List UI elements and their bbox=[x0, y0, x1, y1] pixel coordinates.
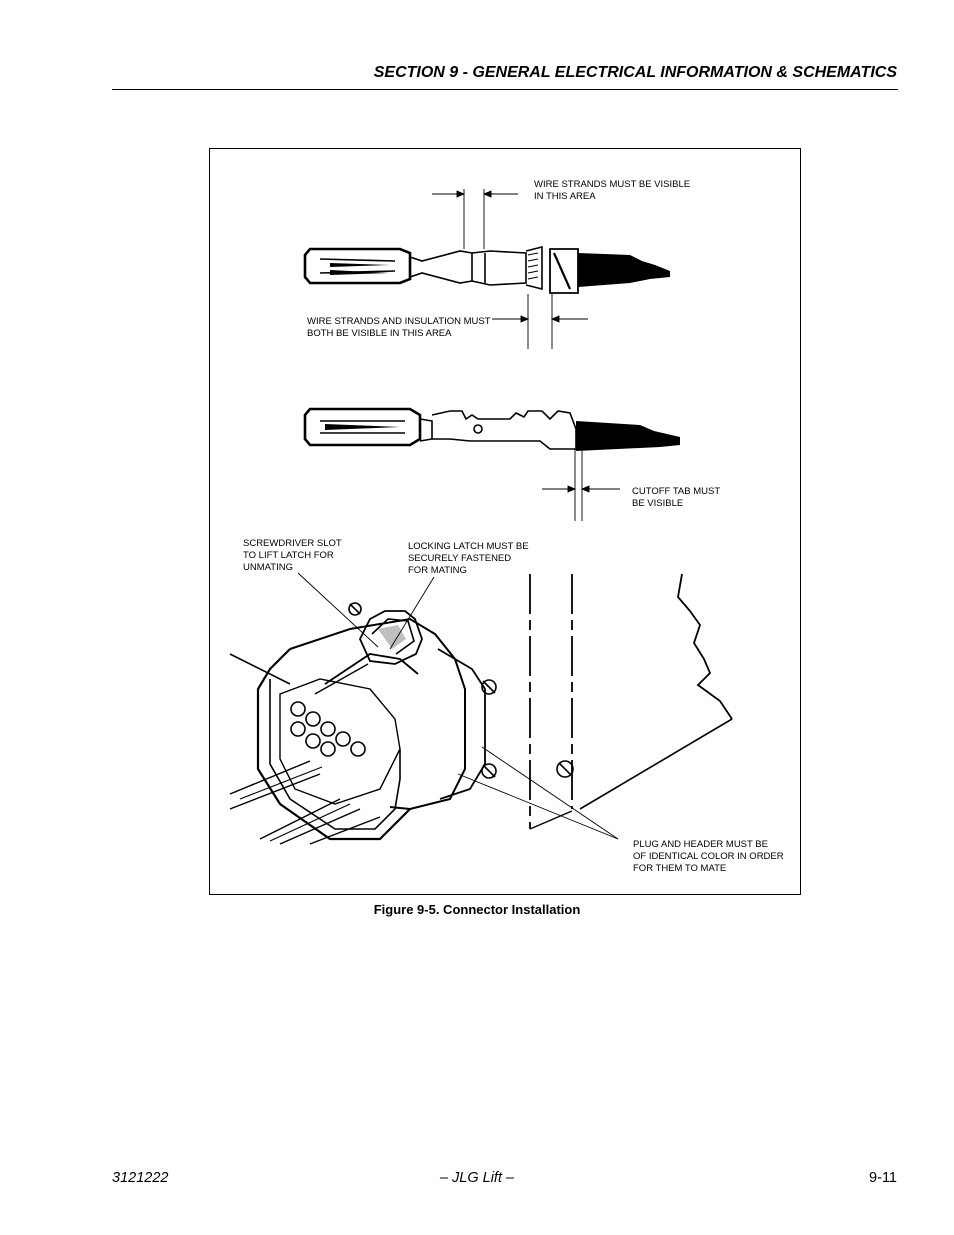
callout-line: BOTH BE VISIBLE IN THIS AREA bbox=[307, 328, 452, 339]
callout-line: PLUG AND HEADER MUST BE bbox=[633, 839, 768, 850]
callout-locking-latch: LOCKING LATCH MUST BE SECURELY FASTENED … bbox=[408, 541, 531, 576]
callout-line: WIRE STRANDS MUST BE VISIBLE bbox=[534, 179, 690, 190]
callout-line: IN THIS AREA bbox=[534, 191, 596, 202]
callout-line: FOR THEM TO MATE bbox=[633, 863, 726, 874]
callout-line: UNMATING bbox=[243, 562, 293, 573]
footer-doc-number: 3121222 bbox=[112, 1170, 169, 1186]
terminal-side-view bbox=[303, 407, 680, 451]
callout-line: OF IDENTICAL COLOR IN ORDER bbox=[633, 851, 784, 862]
callout-line: BE VISIBLE bbox=[632, 498, 683, 509]
dimension-marks-cutoff bbox=[542, 449, 620, 521]
callout-line: TO LIFT LATCH FOR bbox=[243, 550, 334, 561]
callout-screwdriver-slot: SCREWDRIVER SLOT TO LIFT LATCH FOR UNMAT… bbox=[243, 538, 344, 573]
connector-assembly bbox=[229, 573, 733, 845]
callout-line: WIRE STRANDS AND INSULATION MUST bbox=[307, 316, 491, 327]
header-rule bbox=[112, 89, 898, 90]
footer-page-number: 9-11 bbox=[869, 1170, 897, 1186]
figure-caption: Figure 9-5. Connector Installation bbox=[373, 902, 581, 917]
figure-frame: WIRE STRANDS MUST BE VISIBLE IN THIS ARE… bbox=[209, 148, 801, 895]
callout-line: CUTOFF TAB MUST bbox=[632, 486, 720, 497]
callout-line: SCREWDRIVER SLOT bbox=[243, 538, 342, 549]
terminal-top-view bbox=[303, 245, 670, 294]
callout-wire-strands: WIRE STRANDS MUST BE VISIBLE IN THIS ARE… bbox=[534, 179, 693, 202]
callout-plug-header: PLUG AND HEADER MUST BE OF IDENTICAL COL… bbox=[633, 839, 786, 874]
callout-strands-insulation: WIRE STRANDS AND INSULATION MUST BOTH BE… bbox=[307, 316, 493, 339]
callout-leaders bbox=[297, 572, 619, 840]
callout-cutoff-tab: CUTOFF TAB MUST BE VISIBLE bbox=[632, 486, 723, 509]
callout-line: FOR MATING bbox=[408, 565, 467, 576]
footer-company: – JLG Lift – bbox=[439, 1170, 515, 1186]
connector-installation-figure: WIRE STRANDS MUST BE VISIBLE IN THIS ARE… bbox=[229, 179, 786, 874]
callout-line: LOCKING LATCH MUST BE bbox=[408, 541, 529, 552]
dimension-marks-top bbox=[432, 189, 588, 349]
section-title: SECTION 9 - GENERAL ELECTRICAL INFORMATI… bbox=[373, 64, 897, 81]
callout-line: SECURELY FASTENED bbox=[408, 553, 511, 564]
